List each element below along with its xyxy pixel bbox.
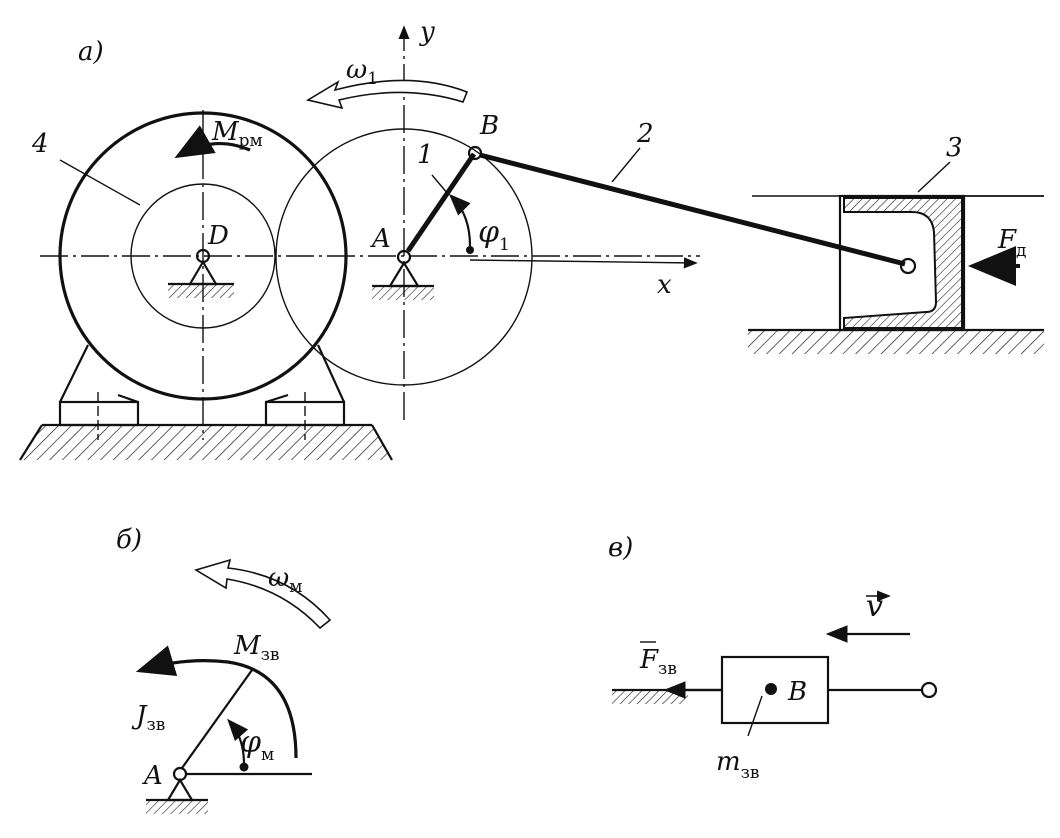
mass-leader — [747, 695, 763, 737]
ground-c — [612, 690, 688, 704]
rotor-4 — [40, 110, 700, 440]
panel-a: a) — [19, 17, 1044, 461]
motor-torque-arrow — [174, 125, 251, 159]
phi-1-label: φ1 — [478, 215, 510, 255]
y-axis-label: y — [419, 17, 435, 47]
connecting-rod-2 — [479, 152, 906, 267]
equivalent-inertia-label: Jзв — [131, 701, 165, 735]
omega-1-label: ω1 — [346, 55, 378, 89]
link-1-leader — [431, 174, 449, 195]
support-A-b — [146, 766, 208, 814]
link-1-label: 1 — [417, 140, 434, 170]
point-B-label: B — [479, 111, 499, 141]
x-axis: x — [469, 257, 698, 300]
link-2-leader — [611, 147, 641, 183]
point-B-label-c: B — [787, 677, 807, 707]
omega-1-arrow — [305, 79, 469, 110]
equivalent-mass-label: mзв — [716, 747, 760, 783]
motor-torque-label: Mрм — [211, 117, 263, 151]
panel-label-a: a) — [78, 37, 104, 67]
panel-b: б) ωм Mзв Jзв — [116, 525, 332, 814]
motor-foundation — [19, 344, 393, 461]
equivalent-torque-label: Mзв — [233, 631, 279, 665]
support-A — [372, 249, 434, 300]
link-3-label: 3 — [946, 133, 963, 163]
omega-m-arrow — [194, 558, 332, 630]
driving-force-label: Fд — [997, 225, 1027, 261]
y-axis: y — [398, 17, 435, 420]
phi-m-label: φм — [240, 725, 274, 765]
hinge-c — [920, 681, 938, 699]
link-2-label: 2 — [636, 119, 654, 149]
velocity-arrow: v — [825, 589, 910, 643]
point-A-label: A — [370, 224, 391, 254]
x-axis-label: x — [657, 270, 672, 300]
slider-3 — [748, 161, 1044, 354]
point-A-label-b: A — [142, 761, 163, 791]
omega-m-label: ωм — [268, 563, 302, 597]
mass-center-point — [765, 683, 777, 695]
reduced-link — [181, 669, 253, 769]
equivalent-force-label: Fзв — [639, 645, 677, 679]
phi-1-angle-arrow — [448, 193, 474, 254]
panel-label-c: в) — [608, 533, 633, 563]
equivalent-torque-arrow — [135, 645, 298, 759]
velocity-label: v — [866, 589, 883, 624]
point-D-label: D — [207, 221, 229, 251]
panel-c: в) v Fзв B mзв — [608, 533, 938, 783]
panel-label-b: б) — [116, 525, 142, 555]
phi-m-angle-arrow — [227, 718, 249, 772]
link-4-label: 4 — [31, 129, 49, 159]
